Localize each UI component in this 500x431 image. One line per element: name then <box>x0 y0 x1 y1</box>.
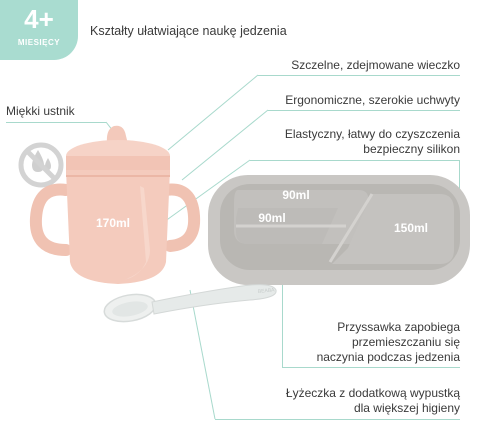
leader-suction-vertical <box>282 285 283 367</box>
spoon <box>103 284 277 323</box>
leader-handles <box>268 110 460 111</box>
leader-suction <box>282 367 460 368</box>
leader-handles-diagonal <box>181 109 269 181</box>
age-badge: 4+ MIESIĘCY <box>0 0 78 60</box>
divided-plate <box>208 175 470 285</box>
plate-capacity-top: 90ml <box>282 188 309 202</box>
leader-spoon-diagonal <box>189 289 216 420</box>
leader-spoon <box>215 419 460 420</box>
feature-suction-line3: naczynia podczas jedzenia <box>316 350 460 364</box>
cup-capacity: 170ml <box>96 216 130 230</box>
feature-silicone-line2: bezpieczny silikon <box>363 142 460 156</box>
leader-silicone <box>250 160 460 161</box>
feature-suction-line1: Przyssawka zapobiega <box>337 320 460 334</box>
feature-spoon-line1: Łyżeczka z dodatkową wypustką <box>285 386 460 400</box>
feature-suction-line2: przemieszczaniu się <box>351 335 460 349</box>
plate-capacity-left: 90ml <box>258 211 285 225</box>
age-label: MIESIĘCY <box>17 38 61 47</box>
feature-spout: Miękki ustnik <box>6 104 75 118</box>
leader-spout <box>6 122 106 123</box>
leader-lid-diagonal <box>167 74 259 151</box>
headline: Kształty ułatwiające naukę jedzenia <box>90 24 287 38</box>
feature-lid: Szczelne, zdejmowane wieczko <box>291 58 460 72</box>
feature-spoon-line2: dla większej higieny <box>353 401 460 415</box>
spoon-brand: BEABA <box>258 287 276 295</box>
no-spill-icon <box>18 142 64 188</box>
age-value: 4+ <box>24 4 54 34</box>
feature-handles: Ergonomiczne, szerokie uchwyty <box>285 93 460 107</box>
sippy-cup <box>29 125 201 284</box>
leader-silicone-vertical <box>459 160 460 205</box>
feature-silicone-line1: Elastyczny, łatwy do czyszczenia <box>284 127 460 141</box>
leader-lid <box>258 75 460 76</box>
plate-capacity-right: 150ml <box>394 221 428 235</box>
